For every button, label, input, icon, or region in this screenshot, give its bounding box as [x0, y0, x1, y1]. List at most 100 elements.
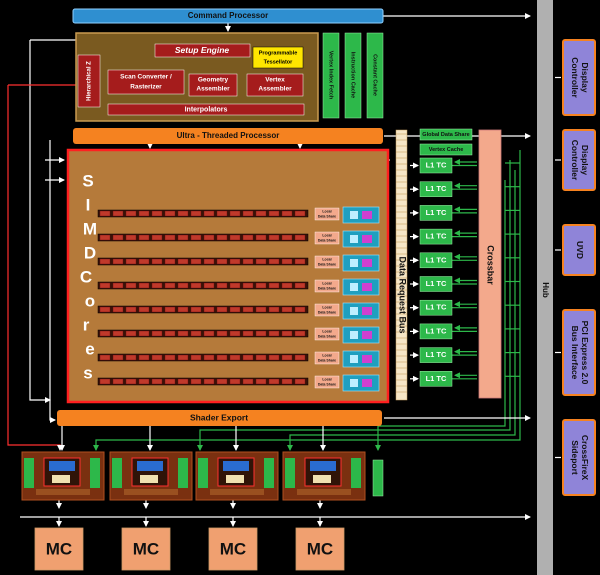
lds-label: Local	[322, 209, 331, 213]
vertex-assembler	[246, 73, 304, 97]
side-block-3	[562, 309, 596, 396]
side-block-text: CrossFireX	[580, 435, 590, 481]
stream-core	[255, 378, 267, 385]
global-data-share	[419, 128, 473, 141]
side-block-text: UVD	[575, 241, 585, 259]
z-stencil	[140, 475, 158, 483]
green-net	[375, 180, 506, 451]
simd-letter: M	[83, 219, 97, 238]
l1-tc-5	[419, 276, 453, 292]
stream-core	[190, 378, 202, 385]
z-stencil	[52, 475, 70, 483]
tessellator-label: Tessellator	[264, 59, 293, 65]
stream-core	[190, 330, 202, 337]
vertex-cache-label: Vertex Cache	[429, 147, 464, 153]
stream-core	[294, 330, 306, 337]
stream-core	[125, 378, 137, 385]
rop-side-cache-left	[24, 458, 34, 488]
l1-tc-label: L1 TC	[426, 160, 447, 169]
stream-core	[125, 210, 137, 217]
stream-core	[125, 306, 137, 313]
rop-side-cache-left	[112, 458, 122, 488]
lds-label: Local	[322, 257, 331, 261]
texture-sub-unit	[362, 211, 372, 219]
rop-footer	[36, 489, 90, 495]
texture-sub-unit	[362, 307, 372, 315]
local-data-share	[314, 207, 340, 221]
stream-core	[177, 330, 189, 337]
scan-converter	[107, 69, 185, 95]
geometry-assembler-label: Assembler	[196, 86, 230, 93]
render-backend	[49, 461, 75, 471]
texture-sub-unit	[362, 235, 372, 243]
stream-core	[203, 234, 215, 241]
render-backend	[310, 461, 336, 471]
stream-core	[164, 378, 176, 385]
stream-core	[242, 258, 254, 265]
stream-core	[242, 306, 254, 313]
lds-label: Local	[322, 377, 331, 381]
stream-core	[281, 330, 293, 337]
rop-side-cache-left	[198, 458, 208, 488]
stream-core	[190, 282, 202, 289]
stream-core	[268, 378, 280, 385]
stream-core	[138, 234, 150, 241]
green-net	[197, 160, 511, 451]
programmable-tessellator	[252, 46, 304, 69]
l1-tc-label: L1 TC	[426, 184, 447, 193]
stream-core	[242, 378, 254, 385]
texture-unit	[342, 206, 380, 224]
geometry-assembler-label: Geometry	[198, 77, 229, 84]
global-data-share-label: Global Data Share	[422, 132, 469, 138]
stream-core	[164, 282, 176, 289]
lds-label: Data Share	[318, 382, 336, 386]
interpolators	[107, 103, 305, 116]
side-block-text: PCI Express 2.0	[580, 321, 590, 385]
stream-core	[112, 282, 124, 289]
side-block-text: Controller	[570, 57, 580, 98]
lds-label: Data Share	[318, 358, 336, 362]
stream-core	[255, 210, 267, 217]
stream-core	[203, 330, 215, 337]
ultra-threaded-processor	[73, 128, 383, 144]
stream-core	[203, 210, 215, 217]
stream-core	[229, 258, 241, 265]
lds-label: Data Share	[318, 238, 336, 242]
constant-cache-label: Constant Cache	[372, 54, 378, 96]
stream-core	[112, 378, 124, 385]
stream-core	[229, 282, 241, 289]
stream-core	[151, 210, 163, 217]
stream-core	[216, 354, 228, 361]
stream-core	[177, 210, 189, 217]
stream-core	[151, 234, 163, 241]
command-processor-label: Command Processor	[188, 11, 268, 20]
stream-core	[138, 258, 150, 265]
l1-tc-3	[419, 228, 453, 245]
stream-core	[177, 306, 189, 313]
stream-core	[255, 282, 267, 289]
stream-core	[281, 378, 293, 385]
local-data-share	[314, 279, 340, 293]
stream-core	[99, 258, 111, 265]
stream-core	[216, 306, 228, 313]
stream-core	[294, 354, 306, 361]
stream-core	[203, 258, 215, 265]
stream-core	[242, 330, 254, 337]
setup-engine	[154, 43, 251, 58]
stream-core	[216, 378, 228, 385]
rop-footer	[297, 489, 351, 495]
memory-controller-1	[121, 527, 171, 571]
stream-core	[255, 354, 267, 361]
stream-core	[125, 354, 137, 361]
texture-sub-unit	[362, 379, 372, 387]
side-block-text: Display	[580, 62, 590, 93]
l1-tc-1	[419, 181, 453, 197]
stream-core	[190, 210, 202, 217]
stream-core	[112, 210, 124, 217]
stream-core	[242, 282, 254, 289]
ultra-threaded-label: Ultra - Threaded Processor	[177, 131, 280, 140]
